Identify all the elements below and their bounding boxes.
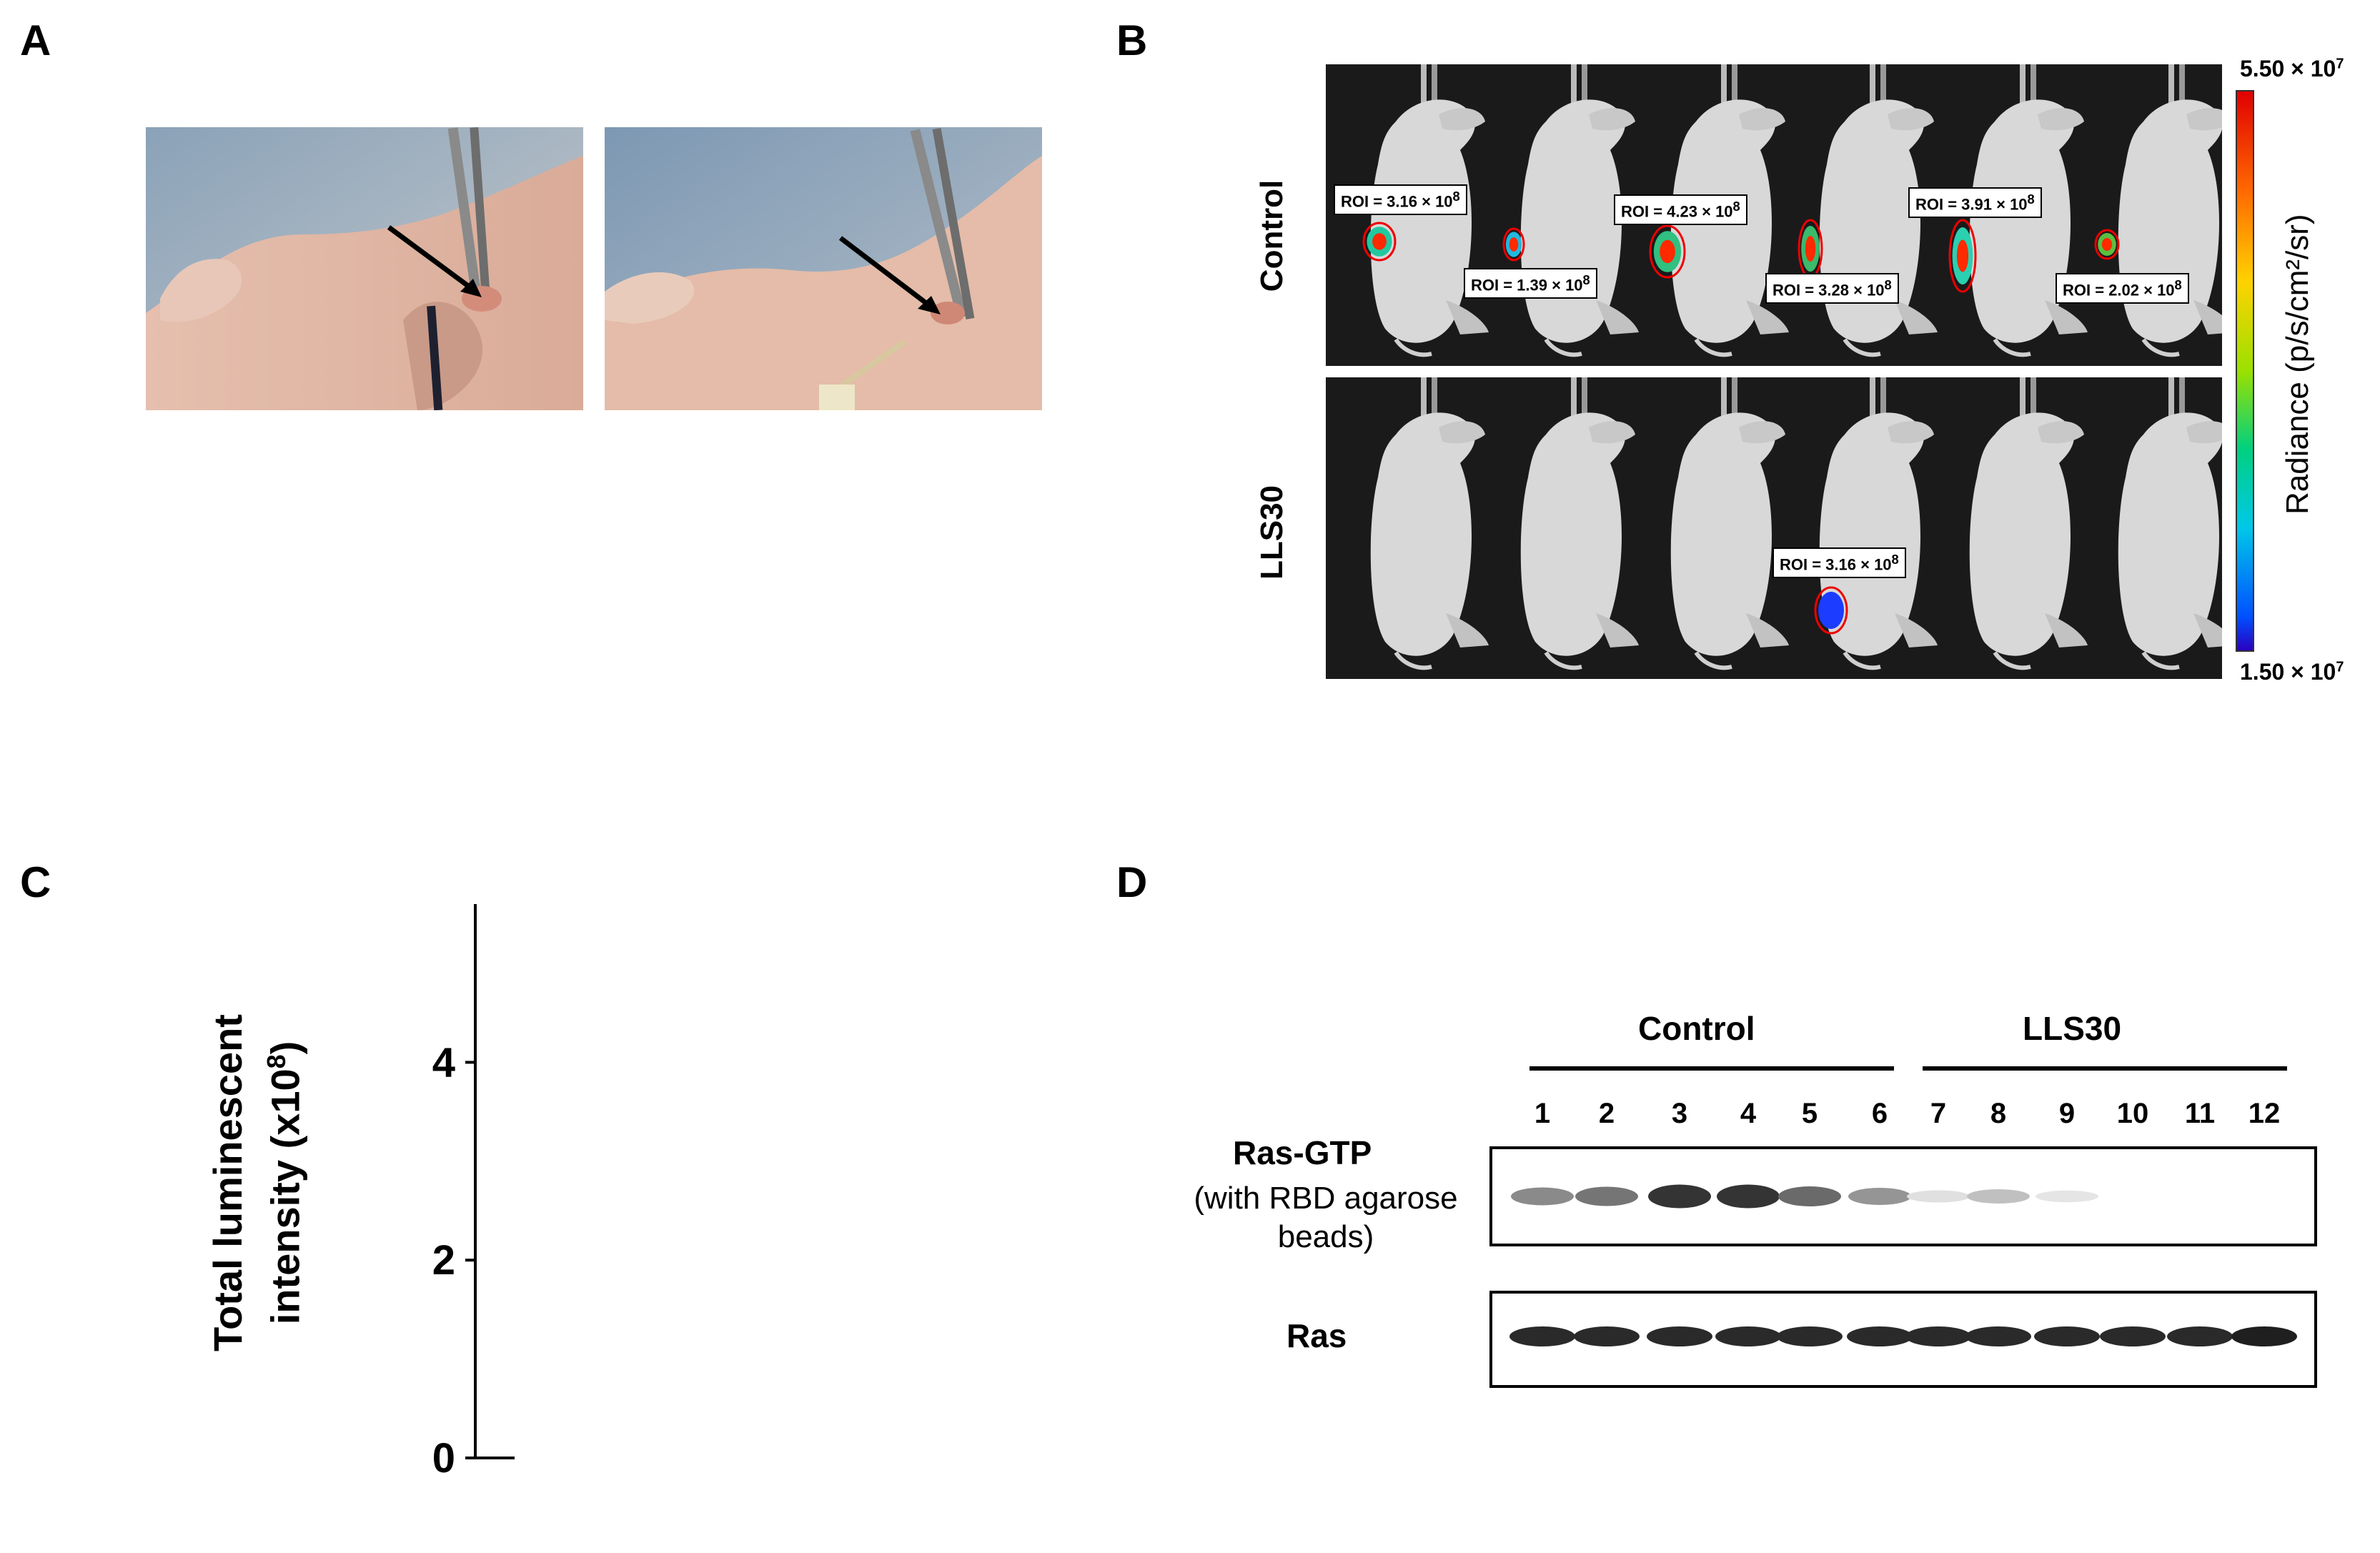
chart-ylabel: Total luminescent intensity (x108) [205,1014,308,1351]
band-ras-11 [2167,1326,2233,1346]
band-ras-1 [1509,1326,1575,1346]
panel-label-c: C [20,858,51,906]
row-label-lls30: LLS30 [1254,485,1289,580]
row-label-control: Control [1254,179,1289,292]
roi-label-control-4: ROI = 3.28 × 108 [1765,273,1899,304]
colorbar [2236,90,2254,652]
y-tick-label-0: 0 [432,1435,455,1482]
band-ras-gtp-5 [1778,1186,1841,1206]
blot-group-control: Control [1638,1010,1755,1047]
lane-number-2: 2 [1598,1098,1615,1129]
group-line-control [1529,1066,1894,1071]
roi-label-control-3: ROI = 4.23 × 108 [1614,194,1747,226]
blot-group-lls30: LLS30 [2023,1010,2122,1047]
roi-label-control-5: ROI = 3.91 × 108 [1908,187,2042,219]
roi-control-1 [1362,222,1397,262]
lane-number-4: 4 [1740,1098,1757,1129]
row-label-ras-gtp: Ras-GTP [1233,1134,1372,1171]
band-ras-12 [2231,1326,2297,1346]
lls30-mouse-3 [1670,377,1789,670]
lane-number-11: 11 [2184,1098,2216,1129]
band-ras-6 [1847,1326,1913,1346]
band-ras-3 [1647,1326,1712,1346]
group-line-lls30 [1923,1066,2287,1071]
lane-number-12: 12 [2248,1098,2281,1129]
band-ras-gtp-1 [1511,1187,1574,1206]
lane-number-10: 10 [2116,1098,2149,1129]
panel-label-b: B [1116,16,1148,64]
panel-label-d: D [1116,858,1148,906]
band-ras-gtp-9 [2036,1190,2098,1203]
band-ras-gtp-3 [1648,1184,1711,1209]
control-mouse-6 [2118,64,2236,357]
colorbar-max-label: 5.50 × 107 [2240,56,2344,81]
lls30-mouse-6 [2118,377,2236,670]
row-label-ras: Ras [1286,1317,1347,1354]
blot-ras-gtp [1489,1146,2317,1246]
roi-control-2 [1502,227,1525,262]
roi-control-6 [2094,229,2120,260]
roi-control-5 [1948,219,1977,293]
lls30-mouse-2 [1520,377,1639,670]
lls30-mouse-5 [1969,377,2088,670]
lane-number-9: 9 [2058,1098,2076,1129]
y-tick-label-4: 4 [432,1039,455,1086]
surgery-photo-2 [605,127,1042,410]
band-ras-gtp-2 [1575,1186,1638,1206]
band-ras-2 [1574,1326,1640,1346]
lls30-mouse-4 [1819,377,1938,670]
roi-lls30-1 [1814,586,1848,635]
band-ras-8 [1965,1326,2031,1346]
colorbar-label: Radiance (p/s/cm²/sr) [2280,214,2315,515]
roi-control-3 [1649,224,1686,279]
panel-label-a: A [20,16,51,64]
band-ras-gtp-4 [1717,1184,1780,1209]
lane-number-6: 6 [1871,1098,1888,1129]
band-ras-5 [1777,1326,1843,1346]
band-ras-9 [2034,1326,2100,1346]
lane-number-3: 3 [1671,1098,1688,1129]
lls30-mouse-1 [1370,377,1489,670]
band-ras-4 [1715,1326,1781,1346]
band-ras-gtp-6 [1848,1188,1911,1205]
roi-control-4 [1798,219,1823,279]
surgery-photo-1 [146,127,583,410]
control-mouse-1 [1370,64,1489,357]
blot-ras [1489,1291,2317,1388]
control-mouse-5 [1969,64,2088,357]
y-tick-label-2: 2 [432,1237,455,1284]
band-ras-10 [2100,1326,2166,1346]
band-ras-gtp-7 [1907,1190,1970,1203]
row-sublabel-ras-gtp: (with RBD agarose beads) [1194,1181,1458,1254]
band-ras-gtp-8 [1967,1189,2030,1204]
roi-label-control-2: ROI = 1.39 × 108 [1464,268,1597,299]
lane-number-5: 5 [1801,1098,1818,1129]
ivis-lls30-image [1326,377,2236,679]
band-ras-7 [1905,1326,1971,1346]
lane-number-7: 7 [1930,1098,1947,1129]
colorbar-min-label: 1.50 × 107 [2240,659,2344,685]
roi-label-control-6: ROI = 2.02 × 108 [2056,273,2189,304]
lane-number-8: 8 [1990,1098,2007,1129]
roi-label-lls30-1: ROI = 3.16 × 108 [1772,547,1906,579]
roi-label-control-1: ROI = 3.16 × 108 [1334,184,1467,216]
lane-number-1: 1 [1534,1098,1551,1129]
